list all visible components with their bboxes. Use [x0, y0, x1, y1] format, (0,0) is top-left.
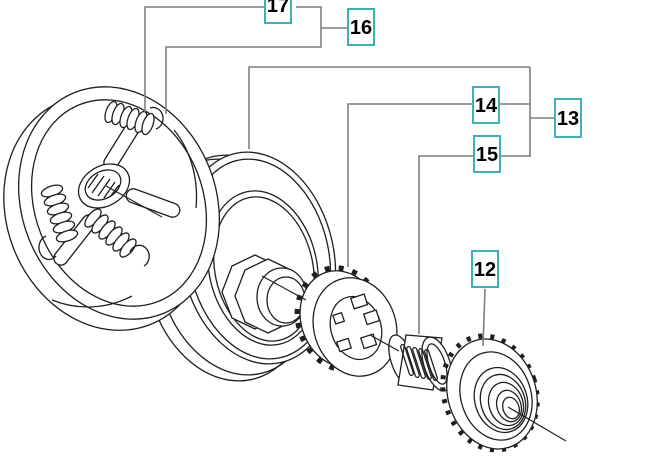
needle-bearing-drawing — [388, 334, 453, 392]
leader-line-13-group — [248, 66, 554, 157]
leader-line-16 — [165, 6, 347, 114]
callout-14[interactable]: 14 — [472, 86, 500, 124]
clutch-assembly-drawing — [3, 86, 221, 331]
callout-16[interactable]: 16 — [347, 8, 375, 46]
assembly-axis-line — [105, 185, 567, 442]
hub-drawing — [440, 333, 540, 453]
callout-12[interactable]: 12 — [471, 250, 499, 288]
callout-15[interactable]: 15 — [473, 135, 501, 173]
leader-line-17 — [144, 6, 264, 112]
callout-17[interactable]: 17 — [264, 0, 292, 24]
rim-sprocket-drawing — [294, 265, 398, 377]
callout-12-label: 12 — [473, 259, 497, 281]
callout-15-label: 15 — [475, 144, 499, 166]
clutch-spring-bottom — [84, 208, 150, 267]
callout-16-label: 16 — [349, 17, 373, 39]
callout-14-label: 14 — [474, 95, 498, 117]
leader-line-14 — [347, 103, 530, 267]
callout-13-label: 13 — [556, 108, 580, 130]
clutch-spring-left — [38, 184, 79, 261]
leader-line-12 — [482, 288, 486, 347]
callout-17-label: 17 — [266, 0, 290, 17]
clutch-spring-top — [104, 100, 164, 136]
leader-line-15 — [418, 155, 530, 334]
callout-13[interactable]: 13 — [554, 98, 582, 138]
